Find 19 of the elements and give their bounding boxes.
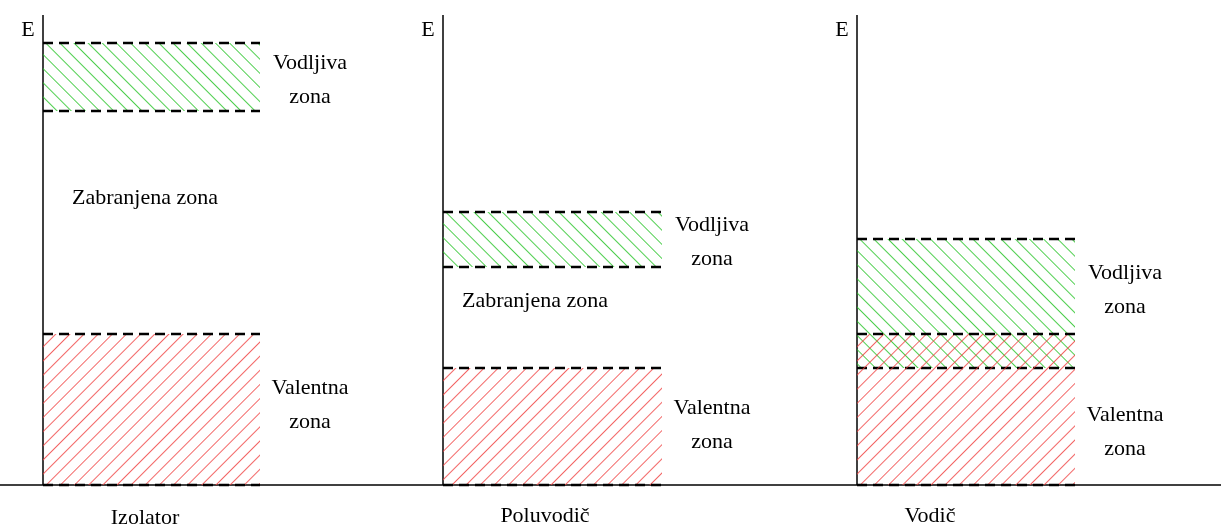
material-label: Izolator [109, 503, 181, 527]
band-label: Valentna zona [672, 393, 752, 455]
gap-label: Zabranjena zona [461, 286, 609, 314]
axis-label: E [20, 15, 36, 43]
gap-label: Zabranjena zona [71, 183, 219, 211]
axis-label: E [834, 15, 850, 43]
band-label: Valentna zona [270, 373, 350, 435]
valence-band [857, 332, 1075, 487]
valence-band [443, 366, 662, 487]
conduction-band [43, 41, 260, 113]
valence-band [43, 332, 260, 487]
band-label: Vodljiva zona [673, 210, 751, 272]
material-label: Poluvodič [499, 501, 591, 527]
band-label: Vodljiva zona [271, 48, 349, 110]
band-label: Valentna zona [1085, 400, 1165, 462]
material-label: Vodič [903, 501, 957, 527]
conduction-band [443, 210, 662, 269]
band-label: Vodljiva zona [1086, 258, 1164, 320]
axis-label: E [420, 15, 436, 43]
